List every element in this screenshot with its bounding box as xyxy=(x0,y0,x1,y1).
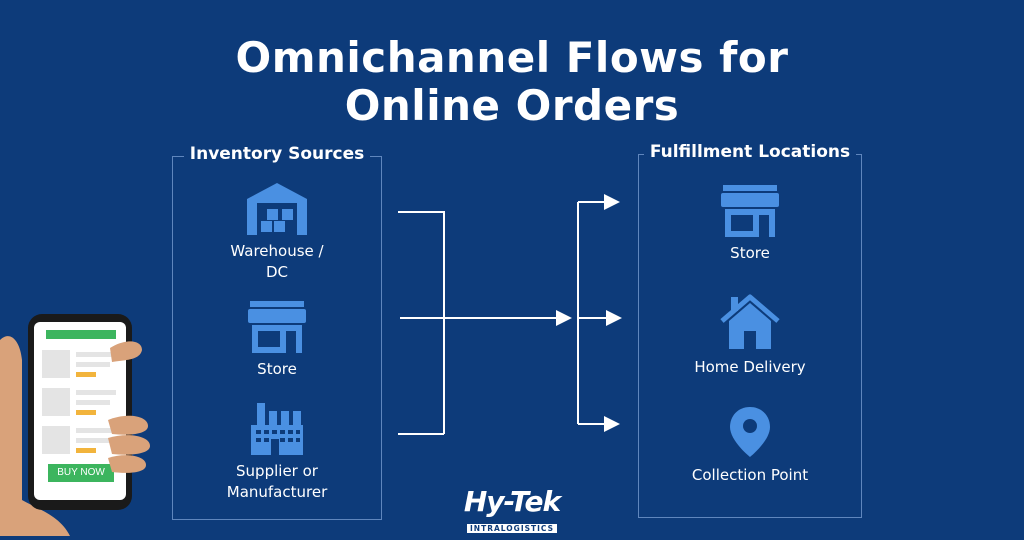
location-home-delivery: Home Delivery xyxy=(639,293,861,378)
source-warehouse-label: Warehouse / DC xyxy=(230,242,324,281)
location-store-label: Store xyxy=(730,244,770,262)
location-collection-point: Collection Point xyxy=(639,405,861,486)
hy-tek-logo: Hy-Tek INTRALOGISTICS xyxy=(452,488,572,535)
location-home-delivery-label: Home Delivery xyxy=(694,358,806,376)
location-collection-point-label: Collection Point xyxy=(691,466,809,484)
house-icon xyxy=(720,294,780,349)
source-supplier-label: Supplier or Manufacturer xyxy=(226,462,328,501)
source-supplier: Supplier or Manufacturer xyxy=(173,401,381,503)
buy-now-button[interactable]: BUY NOW xyxy=(57,467,105,478)
logo-text: Hy-Tek xyxy=(463,485,561,518)
title-line-2: Online Orders xyxy=(344,81,680,130)
inventory-sources-panel: Inventory Sources Warehouse / DC Store xyxy=(172,144,382,520)
phone-illustration: BUY NOW xyxy=(0,300,160,540)
store-icon xyxy=(721,185,779,237)
hand-holding-phone-icon xyxy=(0,314,150,536)
flow-line-warehouse xyxy=(398,211,445,434)
fulfillment-locations-title: Fulfillment Locations xyxy=(643,142,857,162)
source-store-label: Store xyxy=(257,360,297,378)
factory-icon xyxy=(251,403,303,455)
page-title: Omnichannel Flows for Online Orders xyxy=(0,34,1024,130)
fulfillment-locations-panel: Fulfillment Locations Store Home Deliver… xyxy=(638,142,862,518)
store-icon xyxy=(248,301,306,353)
logo-subtext: INTRALOGISTICS xyxy=(467,524,557,533)
title-line-1: Omnichannel Flows for xyxy=(235,33,789,82)
source-warehouse: Warehouse / DC xyxy=(173,181,381,283)
warehouse-icon xyxy=(247,183,307,235)
map-pin-icon xyxy=(730,407,770,457)
inventory-sources-title: Inventory Sources xyxy=(183,144,371,164)
location-store: Store xyxy=(639,183,861,264)
source-store: Store xyxy=(173,299,381,380)
